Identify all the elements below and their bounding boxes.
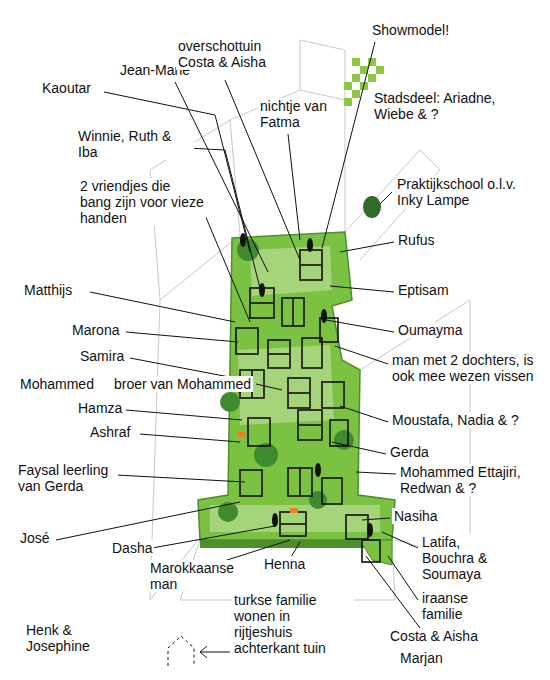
name-annotation: Marokkaanse man (148, 560, 256, 592)
name-annotation: man met 2 dochters, is ook mee wezen vis… (390, 352, 544, 384)
name-annotation: Hamza (76, 400, 124, 416)
orange-marker (238, 432, 298, 513)
name-annotation: Oumayma (396, 322, 465, 338)
name-annotation: Costa & Aisha (388, 628, 480, 644)
name-annotation: Praktijkschool o.l.v. Inky Lampe (395, 176, 533, 208)
name-annotation: Latifa, Bouchra & Soumaya (420, 534, 512, 582)
name-annotation: Henk & Josephine (24, 622, 114, 654)
name-annotation: Gerda (388, 444, 431, 460)
name-annotation: Nasiha (392, 508, 440, 524)
name-annotation: nichtje van Fatma (258, 98, 336, 130)
name-annotation: Winnie, Ruth & Iba (76, 128, 194, 160)
name-annotation: Showmodel! (370, 22, 451, 38)
name-annotation: Faysal leerling van Gerda (16, 462, 118, 494)
name-annotation: José (18, 530, 52, 546)
name-annotation: Kaoutar (40, 80, 93, 96)
building-outline (150, 40, 470, 600)
name-annotation: Mohammed (18, 376, 96, 392)
name-annotation: Mohammed Ettajiri, Redwan & ? (398, 464, 544, 496)
name-annotation: Eptisam (396, 282, 451, 298)
name-annotation: Marona (70, 322, 121, 338)
name-annotation: Samira (78, 348, 126, 364)
name-annotation: Moustafa, Nadia & ? (390, 412, 521, 428)
name-annotation: broer van Mohammed (112, 376, 253, 392)
name-annotation: 2 vriendjes die bang zijn voor vieze han… (78, 178, 206, 226)
planter-frame (236, 250, 380, 562)
house-symbol (168, 636, 194, 666)
name-annotation: Henna (262, 556, 307, 572)
name-annotation: Rufus (396, 232, 437, 248)
name-annotation: Matthijs (22, 282, 74, 298)
name-annotation: Stadsdeel: Ariadne, Wiebe & ? (372, 90, 528, 122)
name-annotation: Ashraf (88, 424, 132, 440)
name-annotation: Marjan (398, 650, 445, 666)
name-annotation: Dasha (110, 540, 154, 556)
leader-line (56, 42, 420, 658)
name-annotation: turkse familie wonen in rijtjeshuis acht… (232, 592, 354, 656)
name-annotation: overschottuin Costa & Aisha (176, 38, 284, 70)
tree (363, 196, 381, 218)
name-annotation: iraanse familie (420, 590, 496, 622)
garden-area (360, 540, 392, 565)
